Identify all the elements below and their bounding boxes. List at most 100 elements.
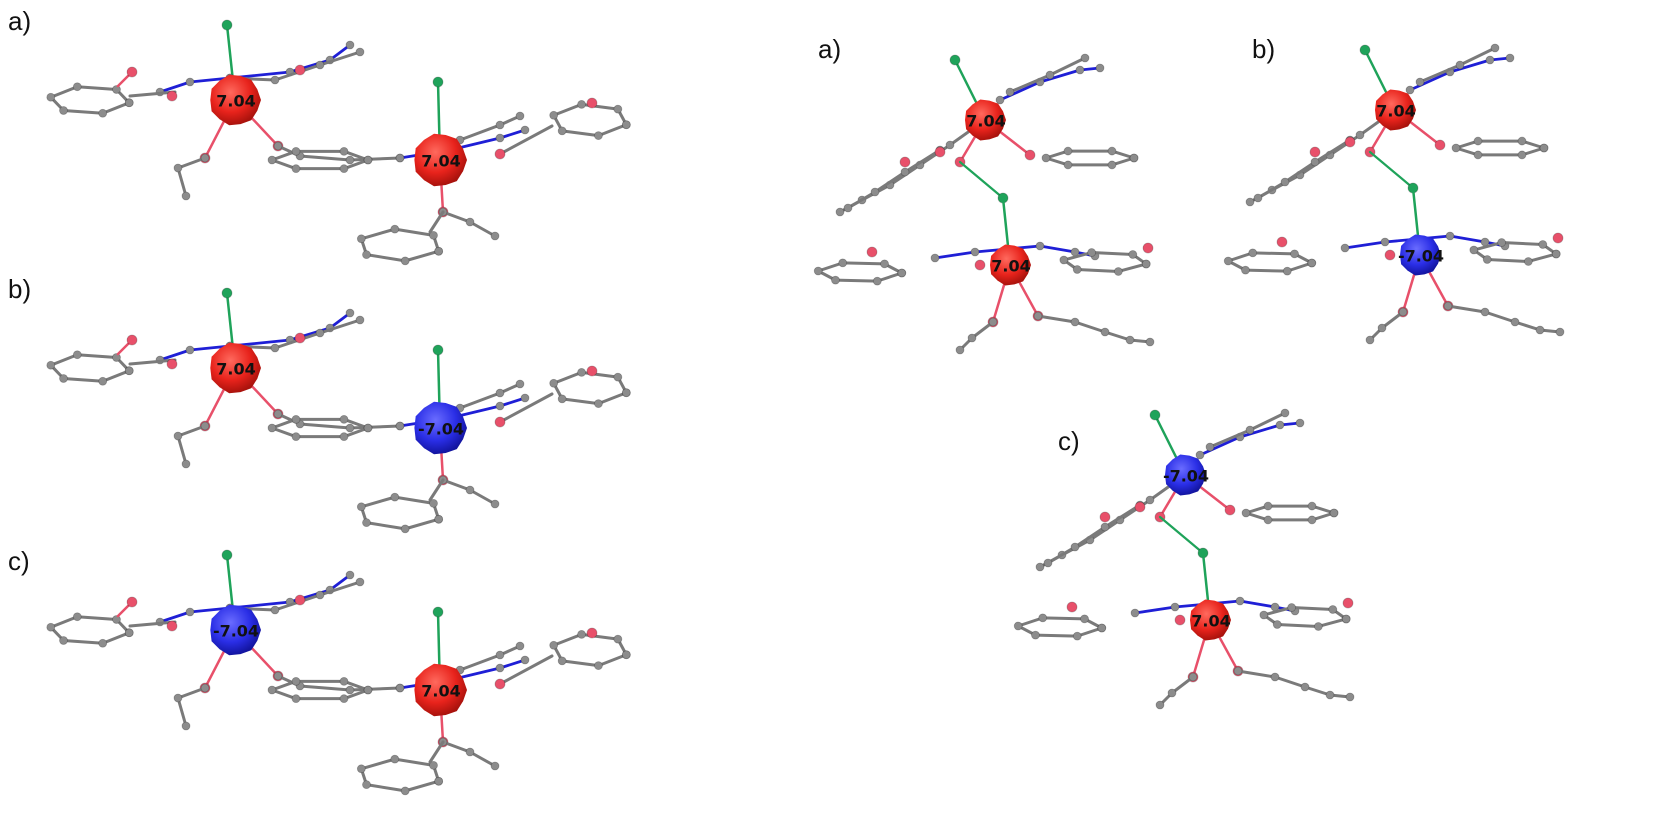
bond [873, 170, 907, 194]
carbon-atom [1270, 672, 1280, 682]
carbon-atom [613, 634, 623, 644]
bond [1513, 320, 1542, 332]
bond [1243, 268, 1289, 273]
carbon-atom [1455, 60, 1465, 70]
carbon-atom [362, 780, 371, 790]
carbon-atom [1355, 130, 1365, 140]
bond [1448, 234, 1487, 244]
carbon-atom [1482, 255, 1492, 264]
spin-density-value-right-a-1: 7.04 [966, 112, 1005, 131]
carbon-atom [315, 60, 325, 70]
carbon-atom [594, 661, 603, 671]
bond [270, 417, 298, 430]
bond [560, 659, 600, 668]
bond [348, 156, 402, 162]
chlorine-atom [1149, 409, 1161, 421]
carbon-atom [267, 423, 277, 433]
carbon-atom [356, 764, 366, 774]
oxygen-atom [1434, 139, 1446, 151]
carbon-atom [1497, 238, 1507, 247]
bond [270, 688, 298, 701]
carbon-atom [185, 345, 195, 355]
bond [1251, 251, 1297, 256]
carbon-atom [1451, 143, 1461, 153]
carbon-atom [345, 155, 355, 165]
carbon-atom [46, 360, 56, 370]
bond [270, 679, 298, 692]
carbon-atom [515, 641, 525, 651]
bond [580, 370, 620, 379]
oxygen-atom [586, 365, 598, 377]
carbon-atom [1205, 442, 1215, 452]
carbon-atom [1241, 508, 1251, 518]
bond [468, 750, 497, 768]
bond [1116, 262, 1148, 273]
carbon-atom [395, 683, 405, 693]
bond [176, 686, 207, 700]
carbon-atom [185, 77, 195, 87]
spin-density-value-right-b-1: 7.04 [1376, 102, 1415, 121]
carbon-atom [835, 207, 845, 217]
bond [580, 632, 620, 641]
carbon-atom [173, 163, 183, 173]
carbon-atom [434, 246, 444, 256]
bond [1048, 56, 1087, 77]
bond [1458, 46, 1497, 67]
carbon-atom [621, 388, 631, 398]
bond [318, 318, 362, 335]
oxygen-atom [1224, 504, 1236, 516]
bond [1208, 428, 1252, 449]
carbon-atom [955, 345, 965, 355]
bond [128, 90, 177, 98]
carbon-atom [267, 685, 277, 695]
carbon-atom [1100, 327, 1110, 337]
carbon-atom [291, 164, 301, 174]
bond [393, 757, 436, 767]
bond [498, 654, 554, 686]
carbon-atom [1307, 515, 1317, 525]
chlorine-atom [949, 54, 961, 66]
oxygen-atom [1174, 614, 1186, 626]
carbon-atom [557, 394, 567, 404]
spin-density-sphere-left-b-1 [210, 342, 261, 394]
bond [49, 353, 79, 367]
bond [498, 392, 554, 424]
bond [1118, 498, 1152, 522]
carbon-atom [112, 85, 121, 94]
carbon-atom [355, 577, 365, 587]
carbon-atom [273, 409, 283, 419]
bond [1198, 435, 1242, 457]
carbon-atom [1031, 630, 1040, 640]
bond [1316, 617, 1348, 628]
bond [270, 158, 298, 171]
bond [498, 128, 527, 140]
bond [1036, 314, 1077, 324]
carbon-atom [1097, 623, 1107, 633]
carbon-atom [429, 498, 438, 508]
carbon-atom [1365, 335, 1375, 345]
oxygen-atom [866, 246, 878, 258]
carbon-atom [1480, 307, 1490, 317]
carbon-atom [434, 514, 444, 524]
bond [1090, 251, 1135, 257]
bond [328, 43, 352, 62]
carbon-atom [1080, 614, 1089, 624]
bond [49, 615, 79, 629]
carbon-atom [1035, 241, 1045, 251]
bond [342, 417, 370, 430]
carbon-atom [897, 268, 907, 278]
carbon-atom [613, 372, 623, 382]
bond [1016, 616, 1045, 628]
carbon-atom [1310, 157, 1320, 167]
chlorine-atom [221, 549, 233, 561]
carbon-atom [1087, 248, 1097, 257]
bond [101, 631, 131, 645]
bond [1368, 150, 1415, 190]
spin-density-value-left-a-1: 7.04 [216, 92, 255, 111]
carbon-atom [267, 155, 277, 165]
carbon-atom [1072, 631, 1082, 641]
spin-density-value-left-b-1: 7.04 [216, 360, 255, 379]
carbon-atom [520, 655, 530, 665]
bond [348, 424, 402, 430]
carbon-atom [1241, 265, 1250, 275]
